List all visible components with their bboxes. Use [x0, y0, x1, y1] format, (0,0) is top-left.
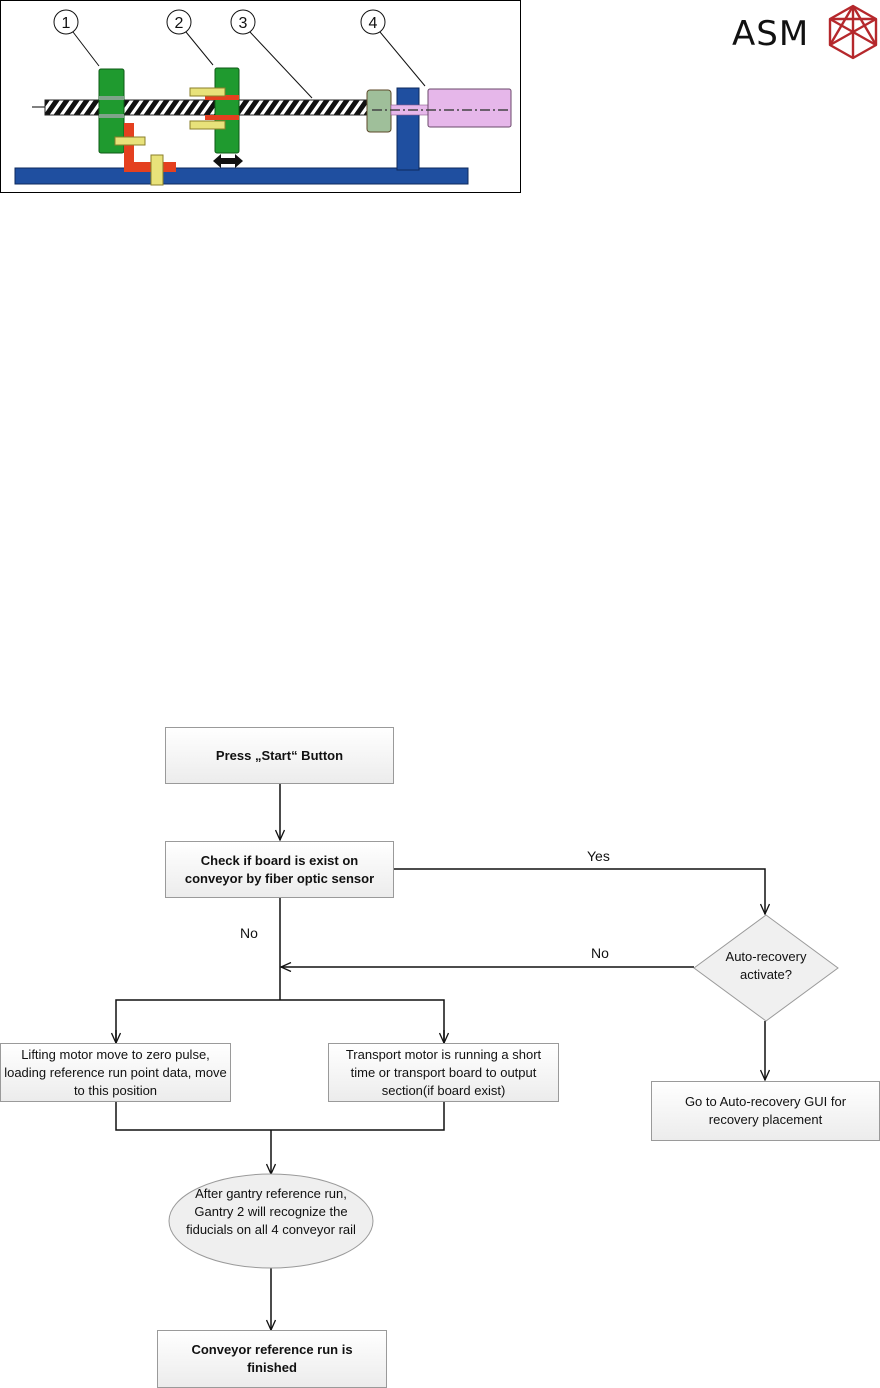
asm-logo-icon	[828, 4, 878, 60]
spindle-shaft	[44, 99, 371, 116]
coupling	[366, 89, 392, 133]
callout-4-label: 4	[369, 15, 378, 32]
mechanism-figure: 1 2 3 4	[0, 0, 521, 193]
bolt-2b	[189, 120, 226, 130]
no-label-decision: No	[591, 945, 609, 961]
bolt-1a	[114, 136, 146, 146]
callout-4	[360, 9, 386, 35]
bracket-1	[124, 123, 134, 171]
flowchart-connectors	[0, 784, 839, 1388]
auto-recovery-gui-node: Go to Auto-recovery GUI for recovery pla…	[651, 1081, 880, 1141]
check-board-node: Check if board is exist on conveyor by f…	[165, 841, 394, 898]
bearing-block	[396, 87, 420, 171]
decision-node-label: Auto-recovery activate?	[725, 949, 807, 982]
movement-double-arrow	[213, 154, 243, 168]
finished-node: Conveyor reference run is finished	[157, 1330, 387, 1388]
logo-text: ASM	[732, 14, 810, 54]
no-label-check: No	[240, 925, 258, 941]
callout-3-label: 3	[239, 15, 248, 32]
callout-2	[166, 9, 192, 35]
conveyor-mechanism-diagram: 1 2 3 4	[14, 9, 512, 186]
callout-1	[53, 9, 79, 35]
transport-motor-node: Transport motor is running a short time …	[328, 1043, 559, 1102]
gantry-node-label: After gantry reference run, Gantry 2 wil…	[186, 1186, 356, 1237]
carriage-1	[98, 68, 125, 154]
callout-1-label: 1	[62, 15, 71, 32]
bolt-1b	[150, 154, 164, 186]
merge-line	[115, 1102, 445, 1131]
lifting-motor-node: Lifting motor move to zero pulse, loadin…	[0, 1043, 231, 1102]
callout-3	[230, 9, 256, 35]
yes-label: Yes	[587, 848, 610, 864]
gantry-ellipse	[168, 1173, 374, 1269]
bolt-2a	[189, 87, 226, 97]
motor	[427, 88, 512, 128]
carriage-2	[214, 67, 240, 154]
edge-check-yes	[393, 868, 765, 914]
decision-diamond	[693, 914, 839, 1022]
split-line	[115, 999, 445, 1043]
callout-2-label: 2	[175, 15, 184, 32]
start-node: Press „Start“ Button	[165, 727, 394, 784]
